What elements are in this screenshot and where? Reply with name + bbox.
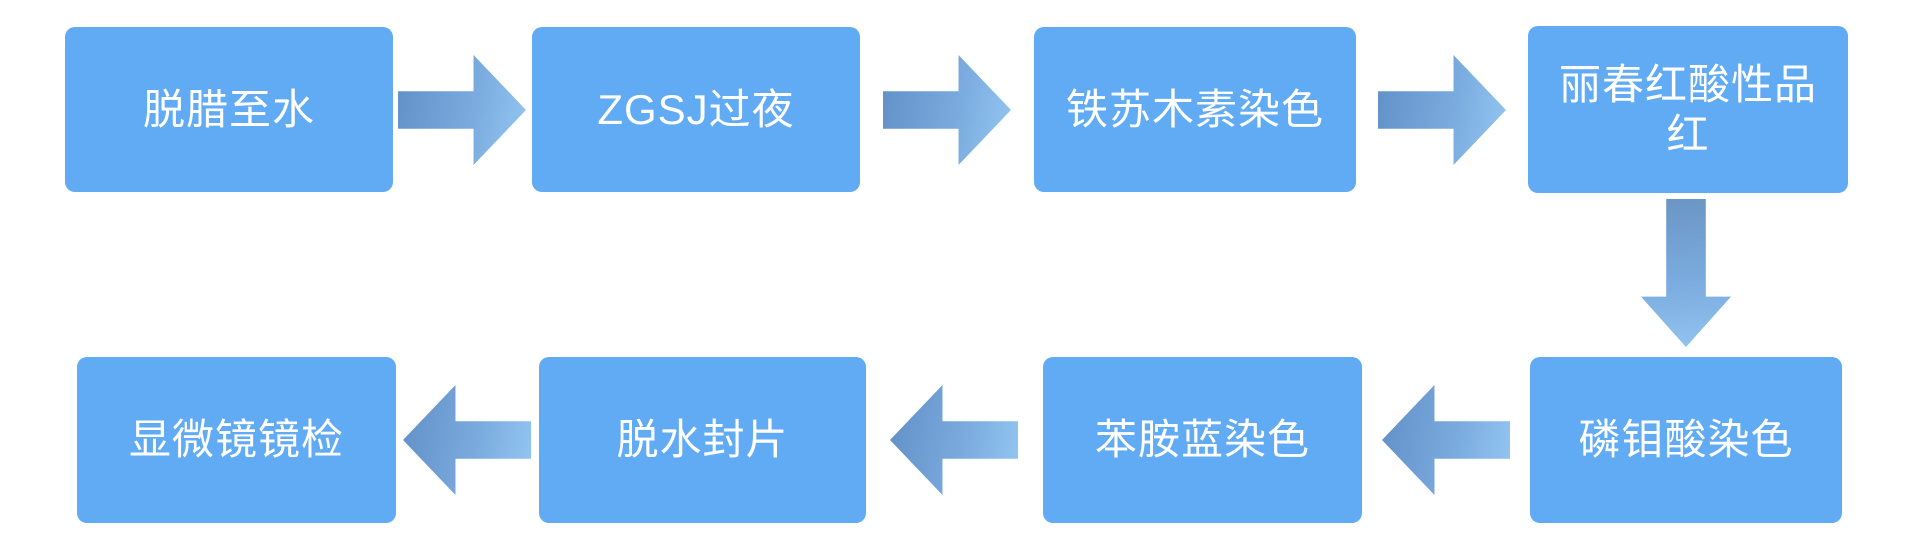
flow-step-ponceau-acid-fuchsin: 丽春红酸性品红 xyxy=(1528,26,1848,193)
flow-step-microscope-exam: 显微镜镜检 xyxy=(77,357,396,523)
arrow-left-icon xyxy=(890,385,1018,495)
arrow-down-icon xyxy=(1641,199,1731,347)
flow-step-dewax-to-water: 脱腊至水 xyxy=(65,27,393,192)
flow-step-aniline-blue: 苯胺蓝染色 xyxy=(1043,357,1362,523)
arrow-right-icon xyxy=(883,55,1011,165)
flow-step-phosphomolybdic-acid: 磷钼酸染色 xyxy=(1530,357,1842,523)
flow-step-iron-hematoxylin: 铁苏木素染色 xyxy=(1034,27,1356,192)
arrow-right-icon xyxy=(1378,55,1506,165)
arrow-right-icon xyxy=(398,55,526,165)
flow-step-dehydrate-mount: 脱水封片 xyxy=(539,357,866,523)
arrow-left-icon xyxy=(1382,385,1510,495)
arrow-left-icon xyxy=(403,385,531,495)
flow-step-zgsj-overnight: ZGSJ过夜 xyxy=(532,27,860,192)
